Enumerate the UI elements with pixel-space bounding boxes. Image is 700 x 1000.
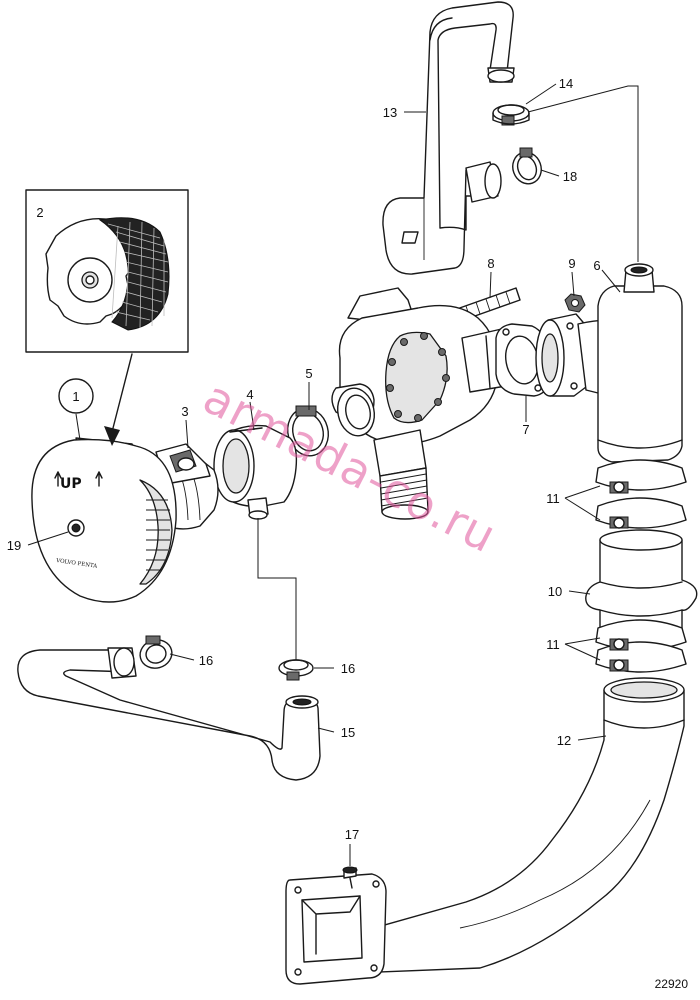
callout-18: 18	[563, 169, 577, 184]
clamp-18	[512, 147, 542, 185]
clamps-11-upper	[595, 459, 687, 529]
clamp-14	[492, 104, 530, 126]
clamp-16-center	[278, 659, 314, 681]
callout-9: 9	[568, 256, 575, 271]
elbow-6	[535, 263, 683, 463]
callout-12: 12	[557, 733, 571, 748]
cover-brand-text: VOLVO PENTA	[55, 558, 99, 570]
bellows-10	[585, 529, 698, 639]
callout-3: 3	[181, 404, 188, 419]
callout-17: 17	[345, 827, 359, 842]
leader-lines	[27, 83, 639, 866]
hose-13	[382, 1, 515, 275]
callout-7: 7	[522, 422, 529, 437]
cover-up-text: UP	[60, 476, 82, 492]
screw-17	[342, 866, 358, 889]
clamp-5	[287, 405, 329, 457]
callout-16-left: 16	[199, 653, 213, 668]
callout-19: 19	[7, 538, 21, 553]
exhaust-pipe-12	[285, 677, 685, 985]
callout-2: 2	[36, 205, 43, 220]
callout-10: 10	[548, 584, 562, 599]
callout-8: 8	[487, 256, 494, 271]
callout-16-center: 16	[341, 661, 355, 676]
callout-1: 1	[72, 389, 79, 404]
nut-9	[564, 293, 586, 313]
callout-6: 6	[593, 258, 600, 273]
callout-4: 4	[246, 387, 253, 402]
connector-4	[213, 424, 298, 520]
inset-arrow	[104, 353, 133, 446]
inset-2-filter-element	[25, 189, 189, 353]
figure-reference: 22920	[655, 977, 689, 991]
clamps-11-lower	[595, 619, 687, 673]
callout-15: 15	[341, 725, 355, 740]
clamp-16-left	[139, 635, 173, 669]
callout-11-lower: 11	[546, 637, 560, 652]
callout-5: 5	[305, 366, 312, 381]
callout-1-circle	[58, 378, 94, 414]
callout-13: 13	[383, 105, 397, 120]
callout-14: 14	[559, 76, 573, 91]
callout-labels: 1 2 3 4 5 6 7 8 9 10 11 11 12 13 14 15 1…	[7, 76, 601, 842]
hose-15	[17, 647, 321, 781]
callout-11-upper: 11	[546, 491, 560, 506]
air-filter-1: UP VOLVO PENTA	[31, 437, 219, 603]
